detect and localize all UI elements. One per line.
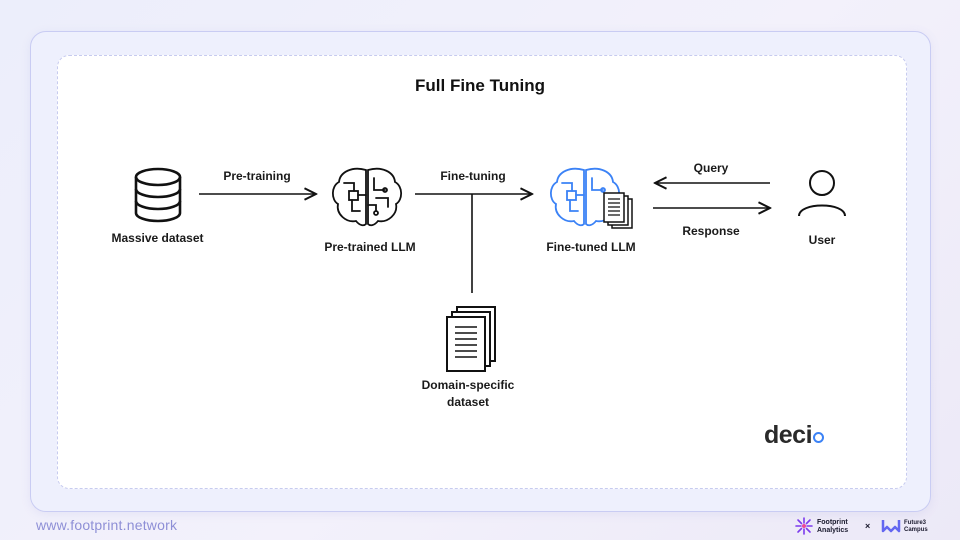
- deci-logo-dot: [813, 432, 825, 443]
- edge-label-finetuning: Fine-tuning: [440, 169, 506, 183]
- brand-separator: ×: [865, 521, 871, 531]
- brain-icon: [331, 167, 403, 227]
- brand-footprint-line2: Analytics: [817, 527, 849, 534]
- node-label-user: User: [808, 233, 836, 247]
- edge-label-query: Query: [693, 161, 729, 175]
- diagram-card: [57, 55, 907, 489]
- brand-future3-line2: Campus: [904, 527, 928, 533]
- footer-url[interactable]: www.footprint.network: [36, 517, 178, 533]
- diagram-title: Full Fine Tuning: [415, 76, 545, 95]
- edge-label-response: Response: [682, 224, 740, 238]
- user-icon: [798, 170, 846, 217]
- future3-logo-icon: [881, 520, 901, 533]
- node-label-finetuned-llm: Fine-tuned LLM: [546, 240, 636, 254]
- document-stack-icon: [603, 192, 633, 229]
- brand-future3-line1: Future3: [904, 520, 927, 526]
- database-icon: [134, 167, 182, 223]
- footprint-logo-icon: [795, 517, 813, 535]
- node-label-pretrained-llm: Pre-trained LLM: [324, 240, 416, 254]
- edge-label-pretraining: Pre-training: [223, 169, 291, 183]
- node-label-domain-dataset-line2: dataset: [446, 395, 490, 409]
- document-stack-icon: [446, 306, 496, 372]
- node-label-domain-dataset-line1: Domain-specific: [421, 378, 515, 392]
- deci-logo: deci: [764, 421, 825, 450]
- brand-footprint-line1: Footprint: [817, 519, 848, 526]
- deci-logo-text: deci: [764, 421, 813, 449]
- node-label-massive-dataset: Massive dataset: [111, 231, 204, 245]
